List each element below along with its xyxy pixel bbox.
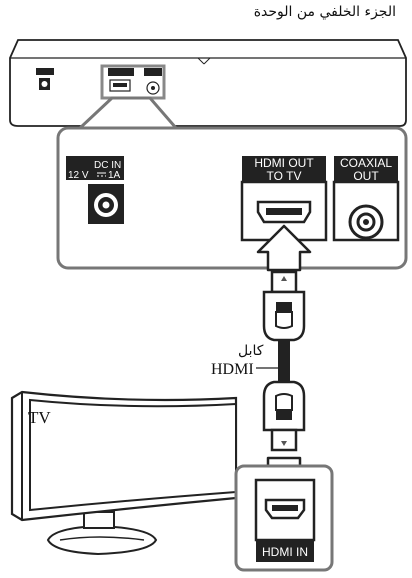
coaxial-label-line1: COAXIAL <box>340 156 392 170</box>
hdmi-in-label: HDMI IN <box>262 545 308 559</box>
tv-label: TV <box>28 408 51 427</box>
dc-in-label: DC IN <box>94 160 121 171</box>
hdmi-cable <box>256 270 306 452</box>
cable-label-arabic: كابل <box>238 343 264 359</box>
coaxial-out-port: COAXIAL OUT <box>332 156 400 242</box>
rear-panel-caption: الجزء الخلفي من الوحدة <box>253 4 396 20</box>
hdmi-out-label-line1: HDMI OUT <box>254 156 314 170</box>
voltage-label: 12 V <box>68 170 89 181</box>
cable-label-english: HDMI <box>211 361 254 378</box>
player-unit <box>9 39 407 127</box>
tv-set <box>10 390 238 556</box>
arrow-up-icon <box>256 224 312 272</box>
coaxial-label-line2: OUT <box>353 169 379 183</box>
current-label: 1A <box>108 170 121 181</box>
hdmi-in-port: HDMI IN <box>234 464 334 572</box>
hdmi-out-label-line2: TO TV <box>267 169 302 183</box>
dc-in-port: DC IN 12 V 1A <box>66 156 124 224</box>
